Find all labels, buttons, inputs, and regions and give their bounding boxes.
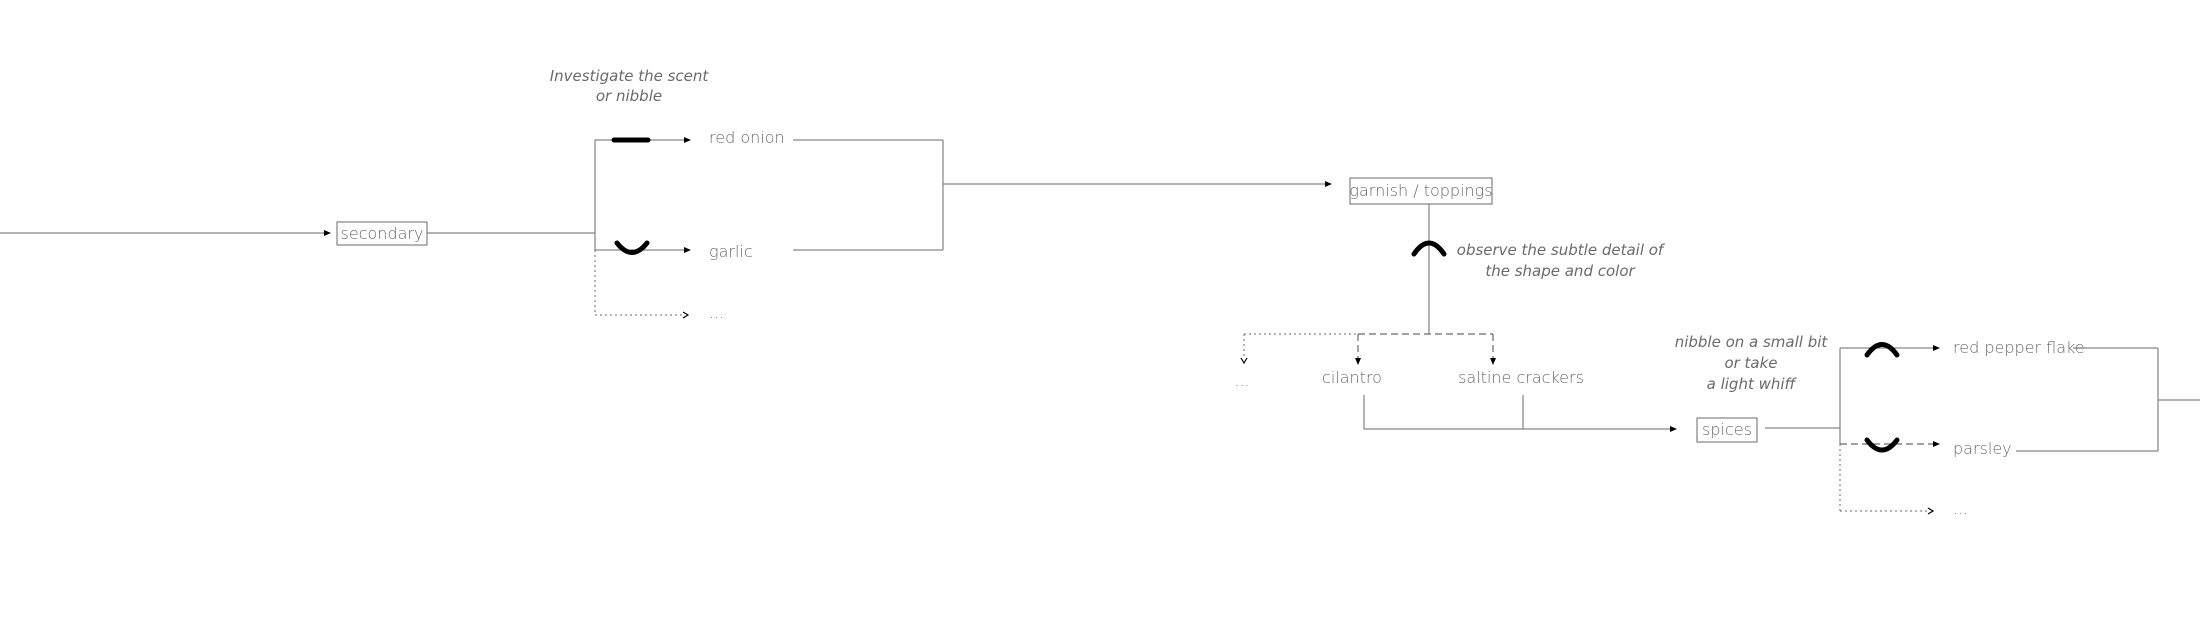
smile-glyph-icon — [614, 240, 650, 255]
node-parsley[interactable]: parsley — [1953, 439, 2012, 458]
edge-input-to-secondary — [0, 230, 331, 236]
edge-merge-right — [2016, 347, 2200, 452]
edge-merge-to-garnish — [793, 139, 1332, 251]
note-investigate-line2: or nibble — [596, 87, 662, 105]
node-saltine[interactable]: saltine crackers — [1458, 368, 1584, 387]
node-spices[interactable]: spices — [1696, 417, 1758, 443]
node-garlic[interactable]: garlic — [709, 242, 753, 261]
node-spices-label: spices — [1702, 420, 1752, 439]
note-investigate-line1: Investigate the scent — [550, 67, 710, 85]
node-garnish-label: garnish / toppings — [1349, 181, 1492, 200]
node-secondary-label: secondary — [341, 224, 424, 243]
edge-secondary-branch — [427, 137, 691, 319]
node-secondary[interactable]: secondary — [336, 221, 428, 246]
note-observe-line1: observe the subtle detail of — [1457, 241, 1666, 259]
node-garnish[interactable]: garnish / toppings — [1349, 177, 1493, 205]
note-nibble-line2: or take — [1724, 354, 1777, 372]
note-nibble-line1: nibble on a small bit — [1675, 333, 1829, 351]
node-red-pepper[interactable]: red pepper flake — [1953, 338, 2085, 357]
node-cilantro[interactable]: cilantro — [1322, 368, 1382, 387]
node-ellipsis-2[interactable]: ... — [1234, 371, 1249, 390]
node-ellipsis-3[interactable]: ... — [1953, 499, 1968, 518]
node-red-onion[interactable]: red onion — [709, 128, 785, 147]
frown-glyph-icon-2 — [1864, 342, 1900, 358]
frown-glyph-icon — [1411, 240, 1447, 257]
note-nibble-line3: a light whiff — [1707, 375, 1798, 393]
edge-merge-to-spices — [1363, 395, 1677, 432]
note-observe-line2: the shape and color — [1485, 262, 1635, 280]
edge-spices-branch — [1765, 345, 1940, 515]
edge-garnish-split — [1240, 333, 1496, 365]
smile-glyph-icon-2 — [1864, 437, 1900, 453]
node-ellipsis-1[interactable]: ... — [709, 303, 724, 322]
